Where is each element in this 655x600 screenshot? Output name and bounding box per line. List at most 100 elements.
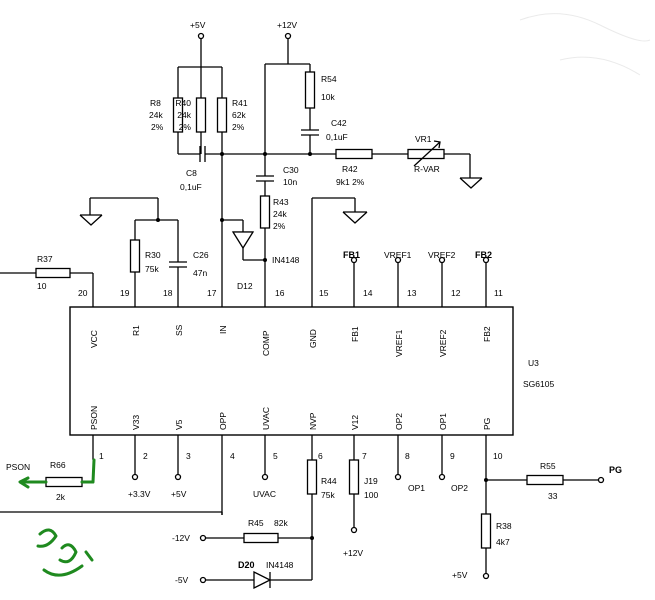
pin-name-nvp: NVP: [308, 412, 318, 430]
pin-num-7: 7: [362, 451, 367, 461]
rail-m5v: -5V: [175, 575, 189, 585]
fb-network-12v: +12V R54 10k C42 0,1uF R42 9k1 2% VR1 R-…: [264, 20, 483, 189]
chip-body: [69, 306, 514, 436]
pin-name-v5: V5: [174, 419, 184, 430]
vr1-value: R-VAR: [414, 164, 440, 174]
vref-divider-network: +5V R8 24k 2% R40 R40 24k 2% R41 62k 2% …: [149, 20, 310, 291]
net-fb1: FB1: [343, 250, 360, 260]
c8-ref: C8: [186, 168, 197, 178]
reference-testpoints: FB1 VREF1 VREF2 FB2: [343, 250, 492, 278]
r30-ref: R30: [145, 250, 161, 260]
net-op1: OP1: [408, 483, 425, 493]
pin-name-ss: SS: [174, 324, 184, 336]
pin-name-fb2: FB2: [482, 326, 492, 342]
scan-artifact: [519, 13, 651, 76]
chip-part: SG6105: [523, 379, 554, 389]
pin-num-12: 12: [451, 288, 461, 298]
r44-ref: R44: [321, 476, 337, 486]
r40-value: 24k: [177, 110, 191, 120]
net-vref2: VREF2: [428, 250, 456, 260]
pin-name-fb1: FB1: [350, 326, 360, 342]
pson-network: PSON R66 2k: [0, 458, 223, 577]
pin-name-vref2: VREF2: [438, 329, 448, 357]
r8-ref: R8: [150, 98, 161, 108]
pin-num-13: 13: [407, 288, 417, 298]
r8-value: 24k: [149, 110, 163, 120]
r55-value: 33: [548, 491, 558, 501]
c26-ref: C26: [193, 250, 209, 260]
pin-name-v33: V33: [131, 415, 141, 430]
r43-tol: 2%: [273, 221, 286, 231]
pin-num-1: 1: [99, 451, 104, 461]
pin-name-uvac: UVAC: [261, 407, 271, 430]
r43-value: 24k: [273, 209, 287, 219]
r45-value: 82k: [274, 518, 288, 528]
r54-value: 10k: [321, 92, 335, 102]
pin-num-15: 15: [319, 288, 329, 298]
pin-num-4: 4: [230, 451, 235, 461]
r41-tol: 2%: [232, 122, 245, 132]
pin-num-9: 9: [450, 451, 455, 461]
j19-value: 100: [364, 490, 378, 500]
sense-inputs: +3.3V +5V UVAC: [128, 460, 276, 499]
chip-top-pins: 20 19 18 17 16 15 14 13 12 11 VCC R1 SS …: [78, 278, 503, 357]
net-pg: PG: [609, 465, 622, 475]
c26-value: 47n: [193, 268, 207, 278]
pin-name-op1: OP1: [438, 413, 448, 430]
rail-m12v: -12V: [172, 533, 190, 543]
pin-name-r1: R1: [131, 325, 141, 336]
c42-value: 0,1uF: [326, 132, 348, 142]
pin-num-5: 5: [273, 451, 278, 461]
pin-name-vref1: VREF1: [394, 329, 404, 357]
j19-ref: J19: [364, 476, 378, 486]
pin-name-gnd: GND: [308, 329, 318, 348]
pg-network: R55 33 PG R38 4k7 +5V: [452, 461, 622, 580]
d12-value: IN4148: [272, 255, 300, 265]
vcc-ss-network: R37 10 R30 75k C26 47n: [0, 197, 209, 291]
pin-name-in: IN: [218, 326, 228, 335]
net-uvac: UVAC: [253, 489, 276, 499]
net-pson: PSON: [6, 462, 30, 472]
pin-num-2: 2: [143, 451, 148, 461]
pin-num-8: 8: [405, 451, 410, 461]
pin-num-17: 17: [207, 288, 217, 298]
pin-num-14: 14: [363, 288, 373, 298]
pin-num-20: 20: [78, 288, 88, 298]
r44-value: 75k: [321, 490, 335, 500]
handwritten-wire-arrow: [18, 476, 30, 489]
r66-ref: R66: [50, 460, 66, 470]
r42-value: 9k1 2%: [336, 177, 365, 187]
r38-value: 4k7: [496, 537, 510, 547]
r37-ref: R37: [37, 254, 53, 264]
r40-tol: 2%: [179, 122, 192, 132]
pin-num-6: 6: [318, 451, 323, 461]
pin-num-10: 10: [493, 451, 503, 461]
rail-12v-label: +12V: [277, 20, 297, 30]
r8-tol: 2%: [151, 122, 164, 132]
r38-ref: R38: [496, 521, 512, 531]
v12-sense: J19 100 +12V: [343, 459, 378, 558]
nvp-network: R44 75k -12V R45 82k -5V D20 IN4148: [172, 459, 337, 590]
pin-num-19: 19: [120, 288, 130, 298]
pin-num-18: 18: [163, 288, 173, 298]
rail-5v-pg: +5V: [452, 570, 468, 580]
r43-ref: R43: [273, 197, 289, 207]
gnd-network: [311, 197, 368, 278]
handwritten-wire: [20, 458, 96, 484]
pin-name-v12: V12: [350, 415, 360, 430]
r37-value: 10: [37, 281, 47, 291]
pin-name-opp: OPP: [218, 412, 228, 430]
pin-name-vcc: VCC: [89, 330, 99, 348]
rail-5v-label: +5V: [190, 20, 206, 30]
r55-ref: R55: [540, 461, 556, 471]
pin-name-pg: PG: [482, 418, 492, 430]
c30-value: 10n: [283, 177, 297, 187]
net-vref1: VREF1: [384, 250, 412, 260]
d20-value: IN4148: [266, 560, 294, 570]
chip-bottom-pins: 1 2 3 4 5 6 7 8 9 10 PSON V33 V5 OPP UVA…: [89, 406, 503, 515]
pin-num-3: 3: [186, 451, 191, 461]
net-fb2: FB2: [475, 250, 492, 260]
op-outputs: OP1 OP2: [394, 460, 468, 493]
r41-ref: R41: [232, 98, 248, 108]
pin-name-pson: PSON: [89, 406, 99, 430]
